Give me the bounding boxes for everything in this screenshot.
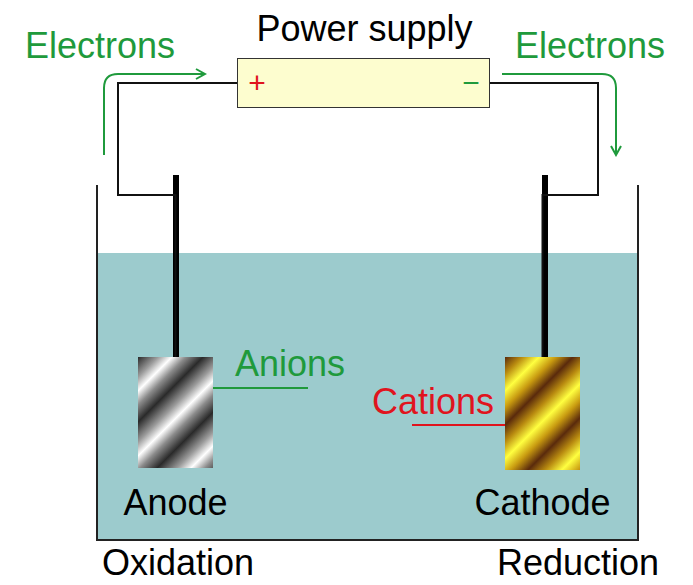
electron-arrow (104, 74, 205, 155)
power-supply: Power supply+− (237, 58, 490, 108)
device-title: Power supply (256, 8, 472, 49)
electrode-label: Anode (123, 482, 227, 523)
electron-label: Electrons (25, 25, 175, 66)
wire (490, 83, 598, 357)
process-label: Oxidation (102, 542, 254, 583)
electrode-label: Cathode (474, 482, 610, 523)
wire (118, 83, 237, 357)
electron-label: Electrons (515, 25, 665, 66)
process-label: Reduction (497, 542, 659, 583)
anion-arrow (199, 387, 308, 389)
ion-label: Anions (235, 343, 345, 384)
terminal-sign: + (248, 66, 266, 101)
ion-label: Cations (372, 381, 494, 422)
cathode-electrode: Cathode (505, 357, 580, 470)
anode-electrode: Anode (138, 357, 213, 468)
terminal-sign: − (462, 66, 480, 101)
